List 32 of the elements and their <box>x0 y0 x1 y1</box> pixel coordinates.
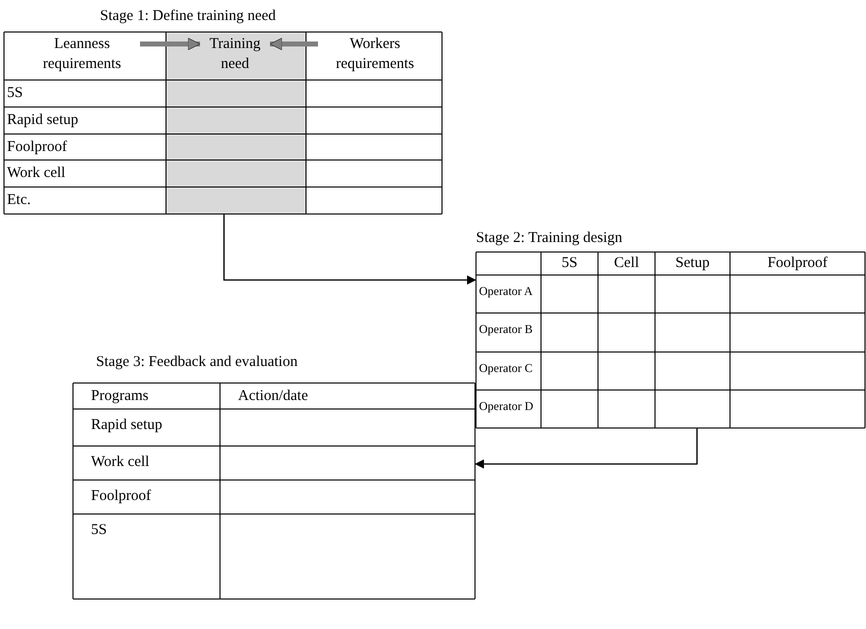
arrow <box>223 214 476 285</box>
column-header: Action/date <box>238 388 308 404</box>
column-header: Cell <box>613 255 640 272</box>
row-label: Rapid setup <box>7 112 78 129</box>
table-title: Stage 2: Training design <box>476 230 622 247</box>
block-arrow <box>140 38 200 50</box>
column-header: Programs <box>91 388 148 404</box>
column-header: Setup <box>674 255 711 272</box>
column-header: 5S <box>560 255 578 272</box>
table-title: Stage 1: Define training need <box>100 8 276 25</box>
row-label: Operator C <box>479 360 533 377</box>
row-label: 5S <box>7 85 23 102</box>
column-header: Foolproof <box>766 255 828 272</box>
row-label: Rapid setup <box>91 417 162 434</box>
column-header: Workers requirements <box>320 34 430 74</box>
column-header: Training need <box>202 34 268 74</box>
row-label: Work cell <box>91 454 150 471</box>
row-label: Etc. <box>7 192 31 209</box>
row-label: Foolproof <box>7 138 67 156</box>
table <box>476 230 865 428</box>
row-label: Foolproof <box>91 488 151 505</box>
arrow <box>474 428 698 469</box>
table-title: Stage 3: Feedback and evaluation <box>96 354 298 371</box>
table <box>73 354 475 599</box>
table <box>4 8 442 214</box>
row-label: Work cell <box>7 165 66 182</box>
row-label: 5S <box>91 522 107 539</box>
block-arrow <box>270 38 318 50</box>
column-header: Leanness requirements <box>26 34 138 74</box>
row-label: Operator B <box>479 321 533 338</box>
row-label: Operator A <box>479 283 533 300</box>
row-label: Operator D <box>479 398 534 415</box>
